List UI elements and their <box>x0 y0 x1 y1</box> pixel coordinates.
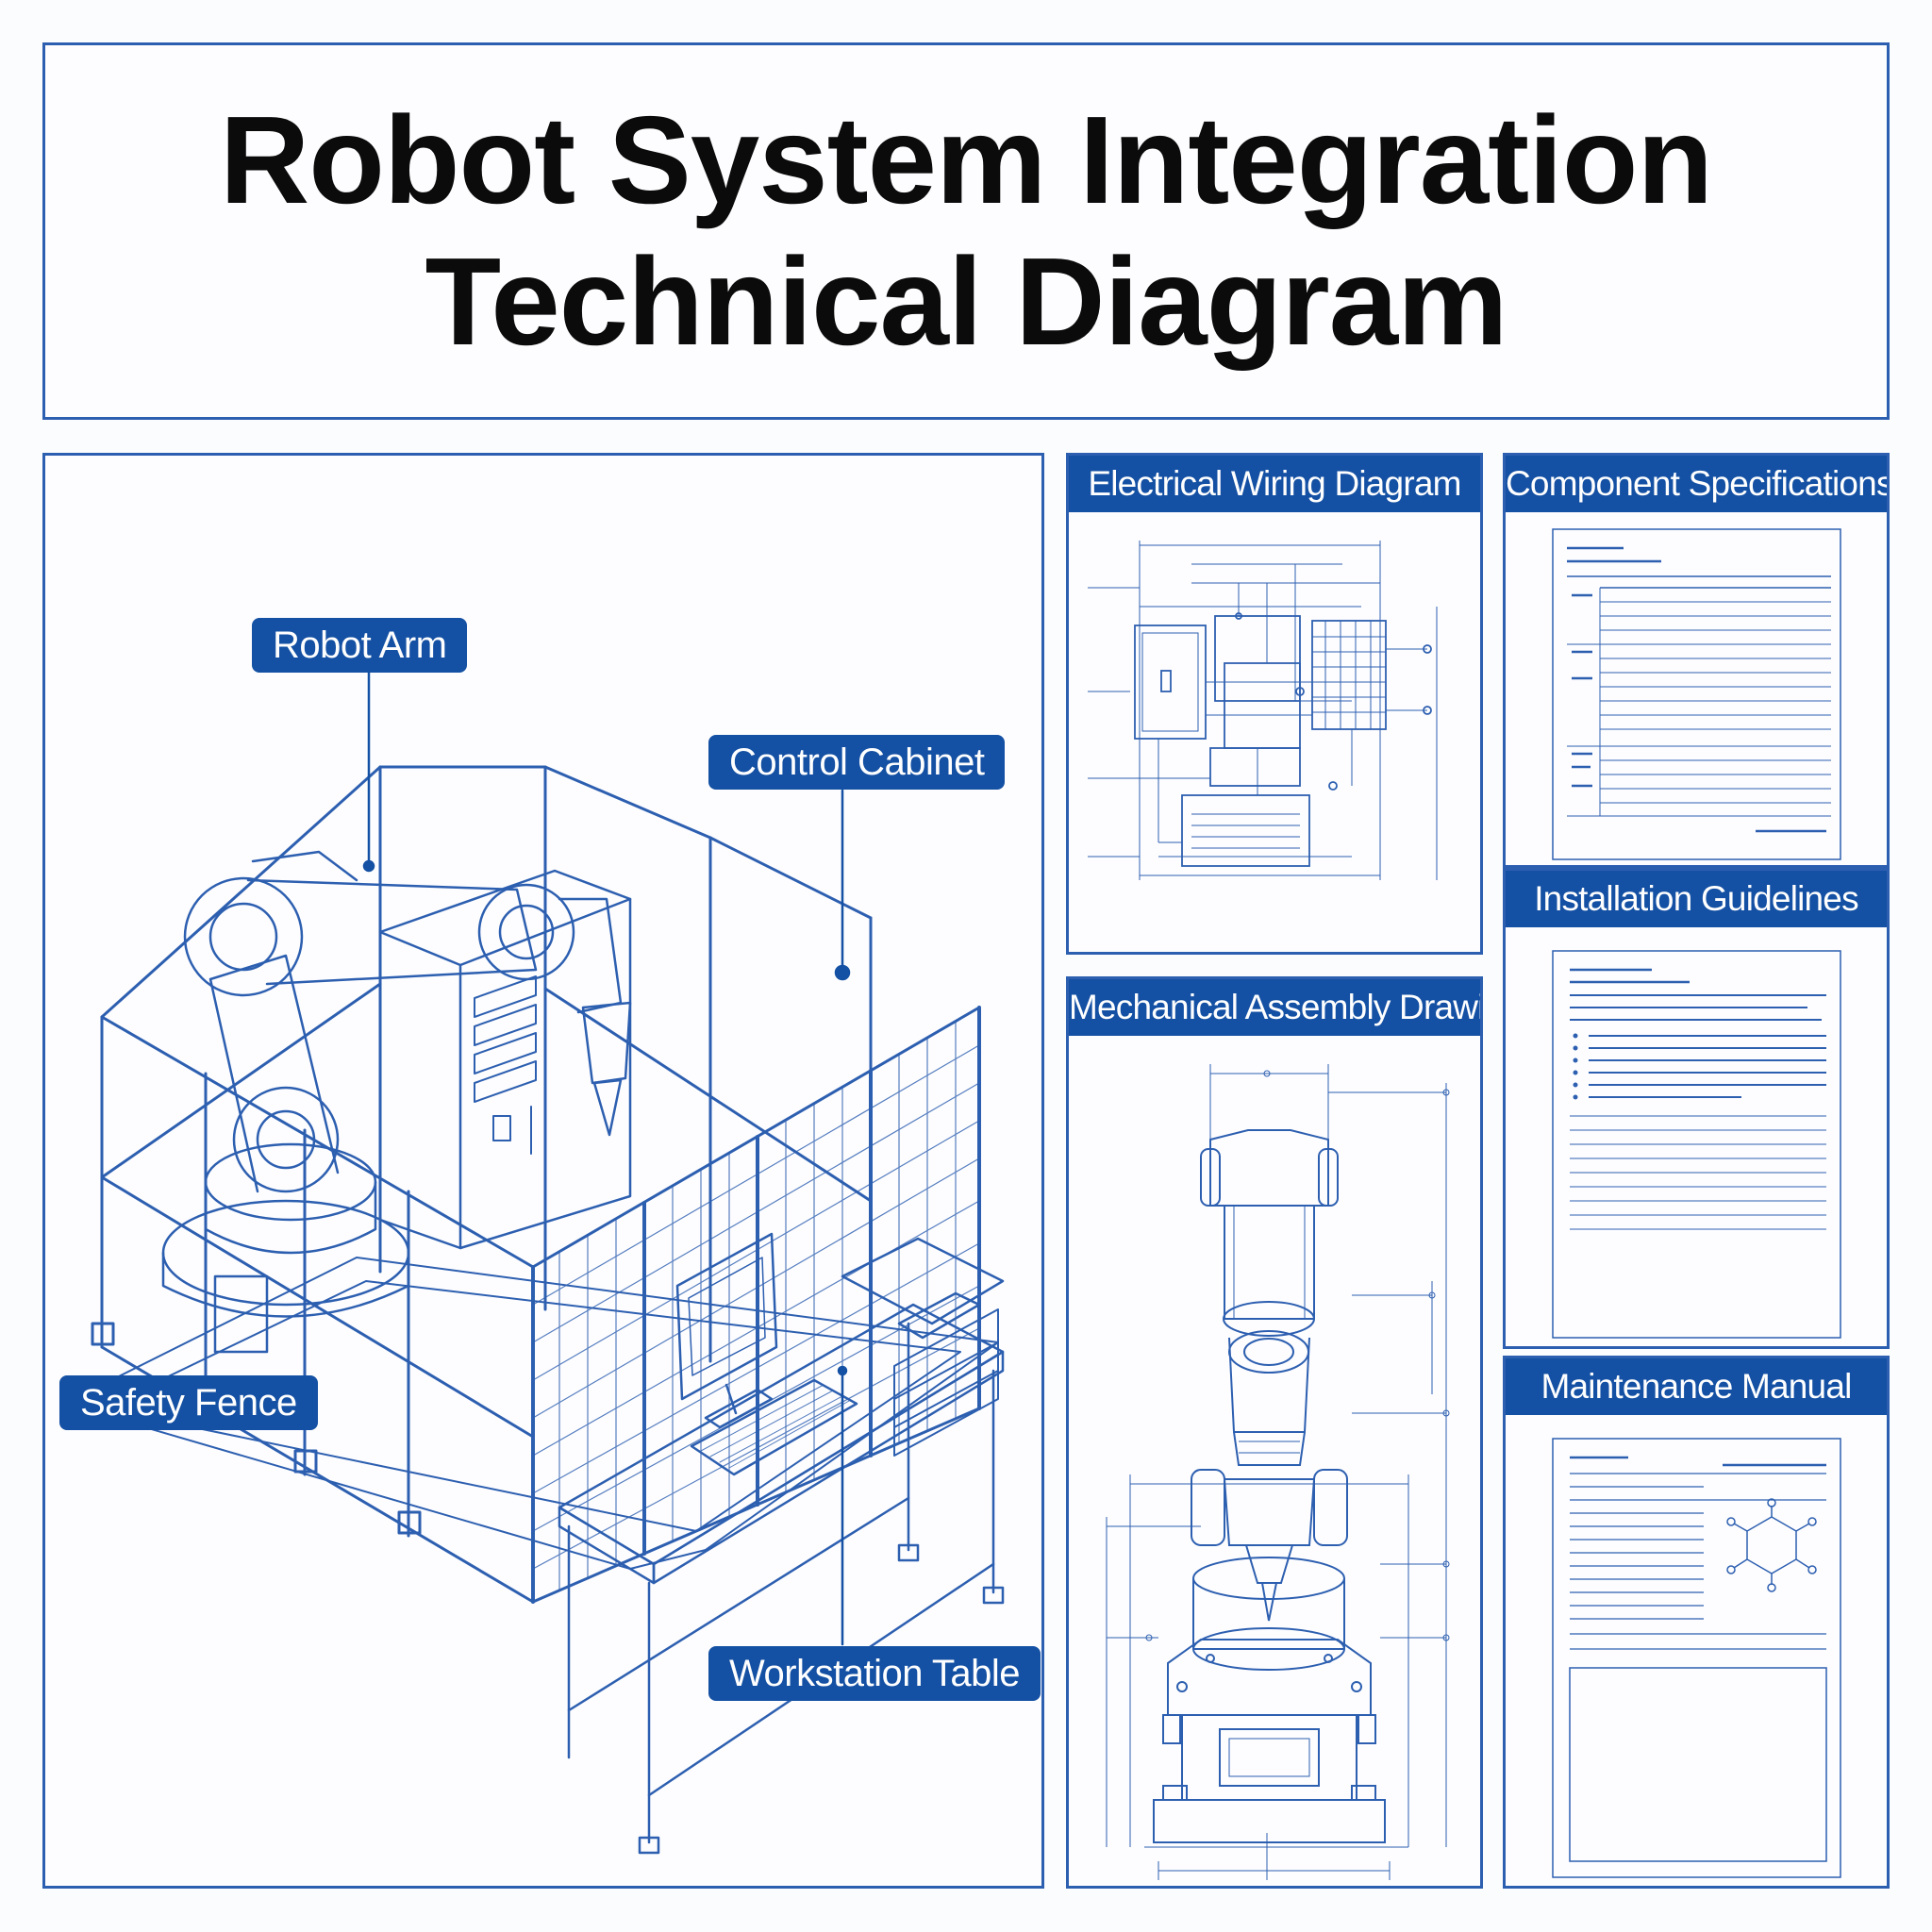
mechanical-assembly-title: Mechanical Assembly Drawing <box>1069 979 1480 1036</box>
mechanical-assembly-drawing-area <box>1069 1036 1480 1886</box>
component-specifications-document <box>1552 528 1841 860</box>
installation-guidelines-document <box>1552 950 1841 1339</box>
robot-arm-label: Robot Arm <box>252 618 468 673</box>
callout-leaders <box>362 671 851 1646</box>
safety-fence-label: Safety Fence <box>59 1375 318 1430</box>
maintenance-manual-document <box>1552 1438 1841 1878</box>
robot-cell-illustration: Robot Arm Control Cabinet Safety Fence W… <box>42 453 1044 1889</box>
installation-guidelines-panel: Installation Guidelines <box>1503 868 1890 1349</box>
title-line-1: Robot System Integration <box>219 91 1713 229</box>
maintenance-manual-sheet <box>1506 1415 1887 1886</box>
maintenance-hex-diagram <box>1726 1498 1817 1592</box>
component-specifications-title: Component Specifications <box>1506 456 1887 512</box>
mechanical-assembly-panel: Mechanical Assembly Drawing <box>1066 976 1483 1889</box>
mechanical-assembly-drawing <box>1106 1064 1450 1880</box>
installation-guidelines-sheet <box>1506 927 1887 1346</box>
electrical-wiring-drawing-area <box>1069 512 1480 952</box>
installation-guidelines-title: Installation Guidelines <box>1506 871 1887 927</box>
electrical-wiring-drawing <box>1088 541 1438 880</box>
title-frame: Robot System Integration Technical Diagr… <box>42 42 1890 420</box>
safety-fence-left <box>91 1015 535 1604</box>
safety-fence-back <box>100 765 873 1410</box>
workstation-table-drawing <box>558 1232 1005 1855</box>
page-title: Robot System Integration Technical Diagr… <box>219 90 1713 373</box>
maintenance-manual-panel: Maintenance Manual <box>1503 1356 1890 1889</box>
electrical-wiring-title: Electrical Wiring Diagram <box>1069 456 1480 512</box>
electrical-wiring-panel: Electrical Wiring Diagram <box>1066 453 1483 955</box>
control-cabinet-label: Control Cabinet <box>708 735 1006 790</box>
maintenance-manual-title: Maintenance Manual <box>1506 1358 1887 1415</box>
component-specifications-sheet <box>1506 512 1887 865</box>
robot-arm-drawing <box>161 850 632 1354</box>
control-cabinet-drawing <box>378 869 632 1250</box>
robot-cell-drawing <box>63 671 1005 1855</box>
workstation-table-label: Workstation Table <box>708 1646 1041 1701</box>
floor-plate <box>63 1257 999 1570</box>
component-specifications-panel: Component Specifications <box>1503 453 1890 868</box>
title-line-2: Technical Diagram <box>425 232 1508 371</box>
